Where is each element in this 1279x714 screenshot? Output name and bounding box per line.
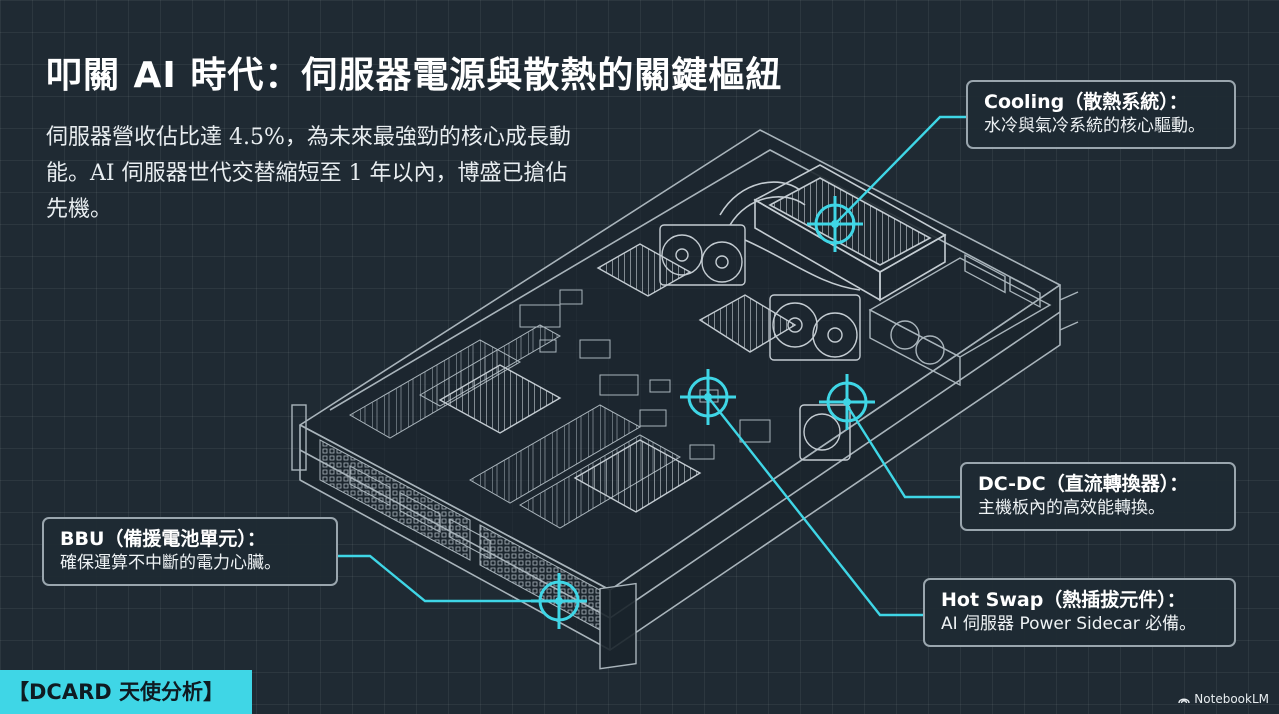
callout-leader-lines xyxy=(338,115,968,617)
callout-hotswap-title: Hot Swap（熱插拔元件）： xyxy=(941,589,1186,611)
callout-bbu: BBU（備援電池單元）： 確保運算不中斷的電力心臟。 xyxy=(42,517,338,586)
crosshair-icon xyxy=(531,196,875,629)
front-panel xyxy=(291,404,637,670)
notebooklm-logo-icon xyxy=(1178,698,1190,703)
page-subtitle: 伺服器營收佔比達 4.5%，為未來最強勁的核心成長動能。AI 伺服器世代交替縮短… xyxy=(46,125,571,222)
cpu-heatsinks xyxy=(438,243,797,513)
callout-cooling-desc: 水冷與氣冷系統的核心驅動。 xyxy=(984,116,1205,136)
watermark-text: NotebookLM xyxy=(1194,692,1269,706)
liquid-cooling xyxy=(719,164,947,302)
callout-dcdc: DC-DC（直流轉換器）： 主機板內的高效能轉換。 xyxy=(960,462,1236,531)
page-title: 叩關 AI 時代：伺服器電源與散熱的關鍵樞紐 xyxy=(46,55,783,96)
watermark: NotebookLM xyxy=(1178,692,1269,706)
source-tag: 【DCARD 天使分析】 xyxy=(0,670,252,714)
power-supplies xyxy=(868,254,1079,387)
callout-dcdc-title: DC-DC（直流轉換器）： xyxy=(978,473,1189,495)
callout-cooling-title: Cooling（散熱系統）： xyxy=(984,91,1188,113)
callout-cooling: Cooling（散熱系統）： 水冷與氣冷系統的核心驅動。 xyxy=(966,80,1236,149)
callout-bbu-desc: 確保運算不中斷的電力心臟。 xyxy=(60,553,281,573)
callout-hotswap: Hot Swap（熱插拔元件）： AI 伺服器 Power Sidecar 必備… xyxy=(923,578,1236,647)
cooling-fans xyxy=(659,224,861,461)
callout-bbu-title: BBU（備援電池單元）： xyxy=(60,528,266,550)
callout-hotswap-desc: AI 伺服器 Power Sidecar 必備。 xyxy=(941,614,1197,634)
callout-dcdc-desc: 主機板內的高效能轉換。 xyxy=(978,498,1165,518)
board-components xyxy=(519,289,771,460)
